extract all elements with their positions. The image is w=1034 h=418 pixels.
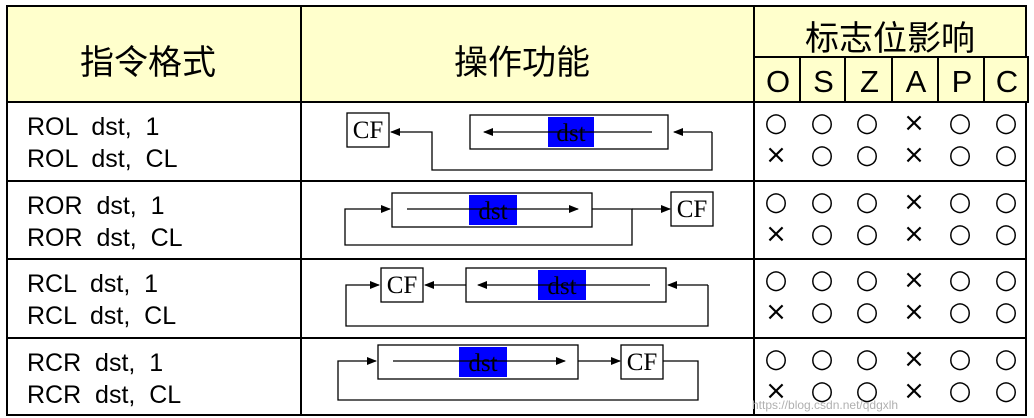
- cross-mark: ×: [903, 108, 925, 138]
- circle-mark: ○: [764, 187, 788, 217]
- cross-mark: ×: [765, 376, 787, 406]
- dst-label: dst: [556, 120, 585, 147]
- header-flags-title: 标志位影响: [805, 19, 975, 59]
- cf-label: CF: [353, 117, 384, 144]
- circle-mark: ○: [994, 344, 1018, 374]
- circle-mark: ○: [855, 187, 879, 217]
- circle-mark: ○: [810, 108, 834, 138]
- cross-mark: ×: [765, 219, 787, 249]
- cross-mark: ×: [765, 140, 787, 170]
- circle-mark: ○: [948, 219, 972, 249]
- instruction-text: ROL dst, CL: [27, 145, 178, 173]
- cross-mark: ×: [903, 297, 925, 327]
- cross-mark: ×: [903, 376, 925, 406]
- circle-mark: ○: [855, 265, 879, 295]
- instruction-text: ROR dst, 1: [27, 192, 165, 220]
- cf-label: CF: [677, 196, 708, 223]
- flag-letter-o: O: [765, 64, 791, 99]
- circle-mark: ○: [994, 140, 1018, 170]
- cf-box: [620, 344, 664, 380]
- cross-mark: ×: [903, 219, 925, 249]
- circle-mark: ○: [855, 140, 879, 170]
- circle-mark: ○: [948, 376, 972, 406]
- rotate-right-path: [344, 205, 633, 246]
- circle-mark: ○: [810, 265, 834, 295]
- circle-mark: ○: [948, 265, 972, 295]
- circle-mark: ○: [810, 219, 834, 249]
- circle-mark: ○: [855, 344, 879, 374]
- circle-mark: ○: [994, 219, 1018, 249]
- circle-mark: ○: [764, 344, 788, 374]
- cf-box: [346, 112, 390, 148]
- circle-mark: ○: [810, 140, 834, 170]
- circle-mark: ○: [810, 344, 834, 374]
- circle-mark: ○: [810, 376, 834, 406]
- circle-mark: ○: [810, 187, 834, 217]
- instruction-text: RCR dst, 1: [27, 349, 164, 377]
- cf-box: [380, 267, 424, 303]
- header-format-cell: 指令格式: [6, 5, 302, 103]
- circle-mark: ○: [855, 219, 879, 249]
- dst-label: dst: [468, 350, 497, 377]
- circle-mark: ○: [994, 376, 1018, 406]
- dst-label: dst: [547, 273, 576, 300]
- flag-letter-p: P: [951, 64, 973, 99]
- circle-mark: ○: [948, 108, 972, 138]
- watermark: https://blog.csdn.net/qdgxlh: [752, 398, 899, 412]
- cf-box: [670, 191, 714, 227]
- flag-letter-a: A: [905, 64, 927, 99]
- cf-label: CF: [627, 349, 658, 376]
- cross-mark: ×: [903, 344, 925, 374]
- circle-mark: ○: [948, 140, 972, 170]
- circle-mark: ○: [948, 297, 972, 327]
- cross-mark: ×: [903, 140, 925, 170]
- circle-mark: ○: [855, 376, 879, 406]
- instruction-text: RCL dst, CL: [27, 302, 177, 330]
- cross-mark: ×: [903, 265, 925, 295]
- cross-mark: ×: [903, 187, 925, 217]
- instruction-text: ROL dst, 1: [27, 113, 160, 141]
- dst-highlight: [469, 195, 517, 225]
- circle-mark: ○: [948, 187, 972, 217]
- circle-mark: ○: [994, 297, 1018, 327]
- dst-highlight: [459, 347, 507, 377]
- circle-mark: ○: [764, 265, 788, 295]
- flag-header-p: P: [937, 56, 985, 103]
- circle-mark: ○: [948, 344, 972, 374]
- circle-mark: ○: [994, 187, 1018, 217]
- flag-header-c: C: [983, 56, 1029, 103]
- circle-mark: ○: [855, 297, 879, 327]
- header-format: 指令格式: [80, 43, 216, 83]
- header-function: 操作功能: [454, 43, 590, 83]
- flag-letter-c: C: [995, 64, 1019, 99]
- flag-letter-s: S: [813, 64, 834, 99]
- instruction-text: RCL dst, 1: [27, 270, 159, 298]
- rotate-left-path: [390, 128, 713, 171]
- cf-label: CF: [387, 272, 418, 299]
- circle-mark: ○: [994, 265, 1018, 295]
- dst-label: dst: [478, 198, 507, 225]
- instruction-text: ROR dst, CL: [27, 224, 183, 252]
- rotate-through-carry-path: [345, 281, 709, 327]
- instruction-text: RCR dst, CL: [27, 381, 182, 409]
- circle-mark: ○: [994, 108, 1018, 138]
- cross-mark: ×: [765, 297, 787, 327]
- rotate-through-carry-path: [337, 357, 699, 401]
- row-3-flags-cell: [753, 337, 1027, 416]
- circle-mark: ○: [764, 108, 788, 138]
- flag-letter-z: Z: [860, 64, 879, 99]
- circle-mark: ○: [810, 297, 834, 327]
- circle-mark: ○: [855, 108, 879, 138]
- flag-header-a: A: [891, 56, 939, 103]
- flag-header-z: Z: [844, 56, 893, 103]
